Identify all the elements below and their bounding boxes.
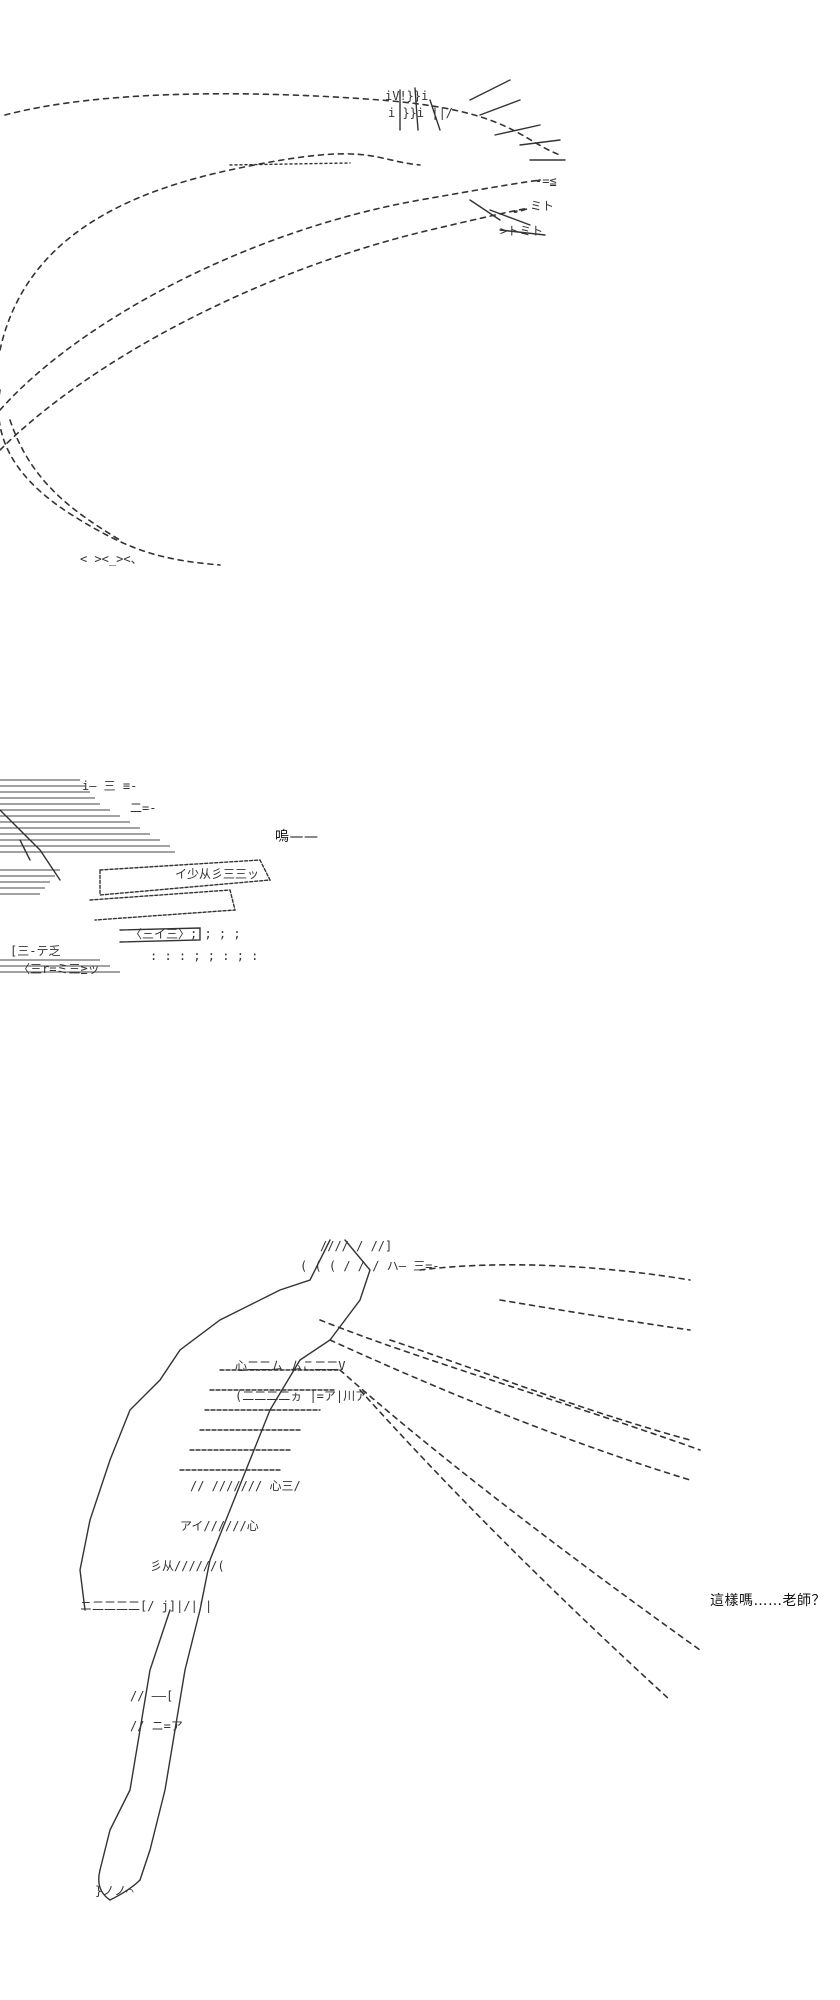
panel-1-sweep-arc: iV!}}i i }}i ||/ >トミト ミト -=≦ < ><_><、: [0, 60, 840, 580]
svg-text://// / //]: //// / //]: [320, 1239, 392, 1253]
svg-text:// ニ=ア: // ニ=ア: [130, 1719, 183, 1733]
svg-text:-=≦: -=≦: [535, 174, 557, 188]
svg-text:ニ二二二二[/ j]|/|'|: ニ二二二二[/ j]|/|'|: [80, 1599, 212, 1613]
motion-streaks: [319, 1263, 701, 1701]
svg-text:< ><_><、: < ><_><、: [80, 552, 143, 566]
speech-text-2: 這樣嗎……老師？: [710, 1593, 826, 1609]
svg-text:i— 三 ≡-: i— 三 ≡-: [82, 779, 137, 793]
svg-text:二=-: 二=-: [130, 801, 156, 815]
svg-text:(二二二二ヵ |=ア|川ア: (二二二二ヵ |=ア|川ア: [235, 1389, 367, 1403]
svg-text:[三-テ乏: [三-テ乏: [10, 944, 60, 958]
svg-text:// /////// 心三/: // /////// 心三/: [190, 1479, 301, 1493]
svg-text:}ノノ⌒: }ノノ⌒: [95, 1884, 133, 1898]
leaping-figure-art: //// / //] ( ( ( / / / ハ— 三=- 心二二ム ムこ二二V…: [79, 1239, 701, 1901]
panel-2-arm-closeup: i— 三 ≡- 二=- イ少从彡三三ッ 〈三イ三〉; ; ; ; [三-テ乏 〈…: [0, 760, 840, 1060]
svg-text:〈三イ三〉; ; ; ;: 〈三イ三〉; ; ; ;: [130, 927, 241, 941]
svg-text:彡从//////(: 彡从//////(: [150, 1559, 225, 1573]
sweep-arc-art: iV!}}i i }}i ||/ >トミト ミト -=≦ < ><_><、: [0, 79, 566, 566]
panel-3-leaping-figure: //// / //] ( ( ( / / / ハ— 三=- 心二二ム ムこ二二V…: [0, 1230, 840, 1930]
svg-text:>トミト: >トミト: [500, 224, 543, 238]
svg-text:心二二ム ムこ二二V: 心二二ム ムこ二二V: [235, 1359, 345, 1373]
svg-text:アイ//////心: アイ//////心: [180, 1519, 259, 1533]
speech-text-1: 嗚——: [275, 829, 319, 845]
svg-text:: : : ; ; : ; :: : : : ; ; : ; :: [150, 949, 258, 963]
svg-text:// ——[: // ——[: [130, 1689, 173, 1703]
svg-text:ミト: ミト: [530, 199, 554, 213]
svg-text:〈三r=ミ三≧ッ: 〈三r=ミ三≧ッ: [18, 962, 100, 976]
svg-text:iV!}}i: iV!}}i: [385, 89, 428, 103]
svg-text:イ少从彡三三ッ: イ少从彡三三ッ: [175, 867, 259, 881]
svg-text:( ( ( / / / ハ— 三=-: ( ( ( / / / ハ— 三=-: [300, 1259, 440, 1273]
svg-text:i }}i ||/: i }}i ||/: [388, 106, 453, 120]
sleeve-hatching: [0, 779, 175, 973]
arm-closeup-art: i— 三 ≡- 二=- イ少从彡三三ッ 〈三イ三〉; ; ; ; [三-テ乏 〈…: [0, 779, 272, 976]
